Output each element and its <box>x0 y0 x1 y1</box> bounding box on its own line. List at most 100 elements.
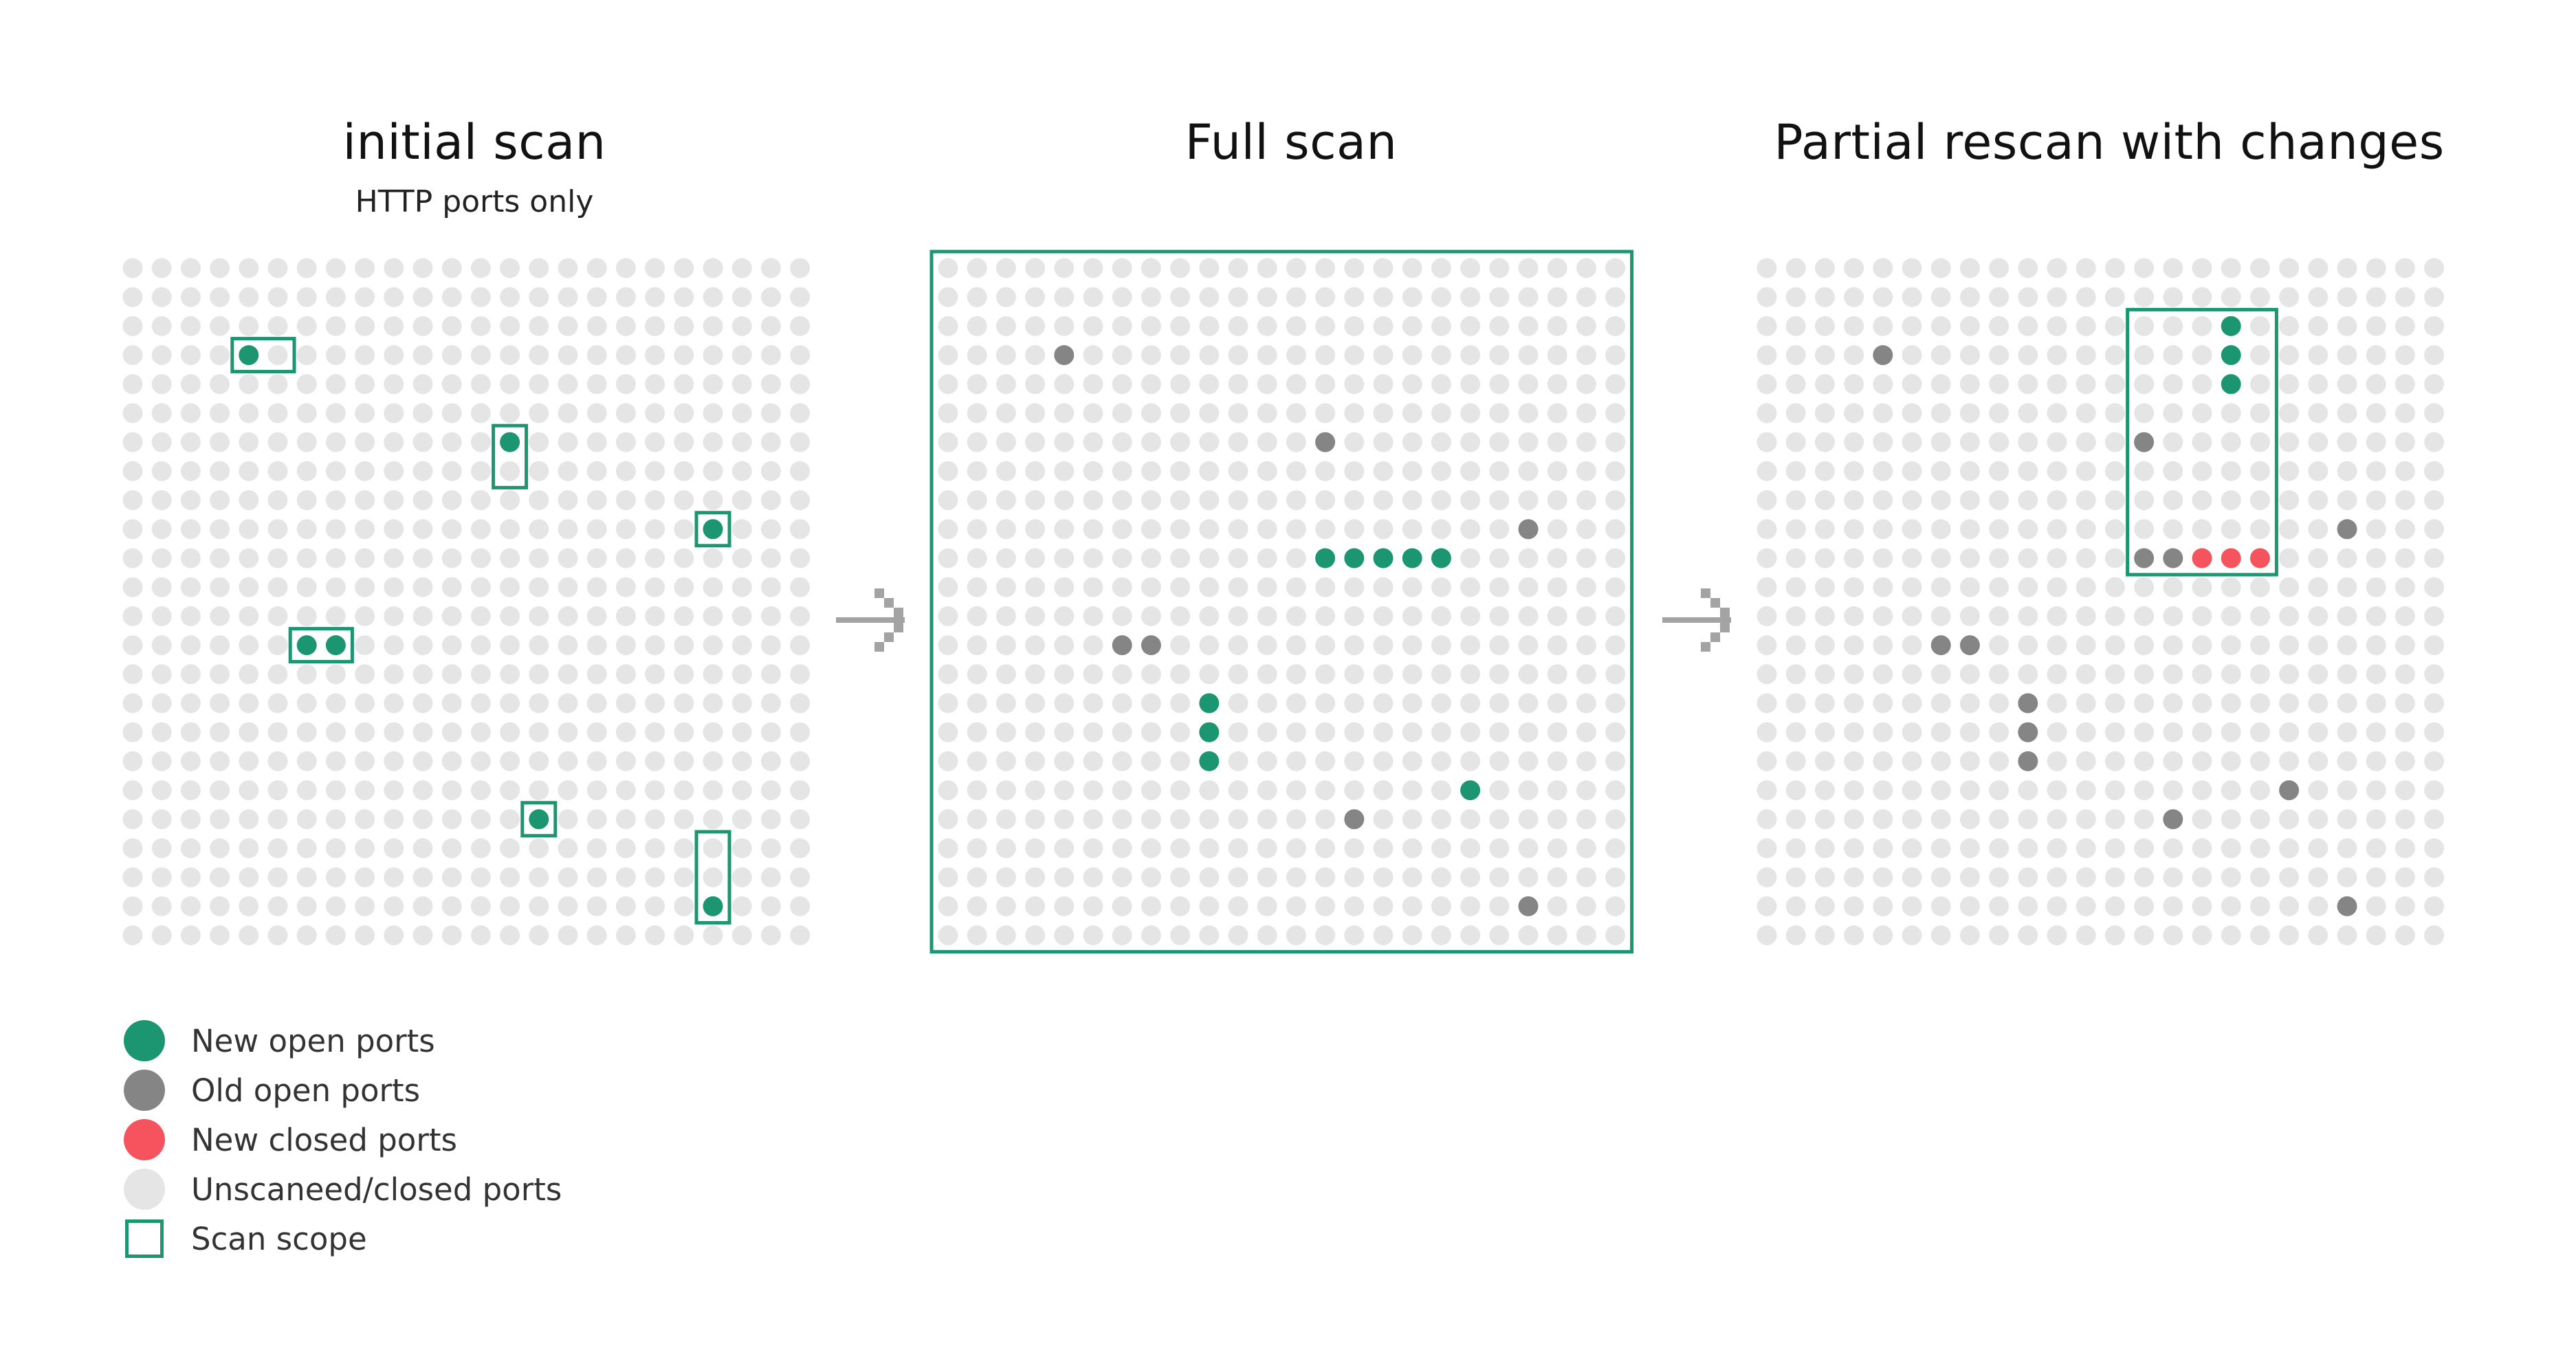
port-dot-unscanned <box>1605 345 1626 366</box>
port-dot-unscanned <box>1844 780 1864 801</box>
port-dot-unscanned <box>1373 867 1394 887</box>
port-dot-unscanned <box>938 780 958 801</box>
port-dot-unscanned <box>180 780 201 801</box>
port-dot-unscanned <box>1489 432 1510 452</box>
port-dot-unscanned <box>1141 258 1161 278</box>
port-dot-unscanned <box>2047 635 2067 656</box>
port-dot-unscanned <box>1199 780 1220 801</box>
port-dot-unscanned <box>674 403 694 423</box>
port-dot-unscanned <box>267 896 288 916</box>
port-dot-unscanned <box>1959 432 1980 452</box>
port-dot-unscanned <box>412 461 433 481</box>
port-dot-unscanned <box>325 925 346 946</box>
port-dot-unscanned <box>529 403 549 423</box>
port-dot-unscanned <box>731 548 752 568</box>
port-dot-unscanned <box>296 896 317 916</box>
port-dot-unscanned <box>210 432 230 452</box>
port-dot-unscanned <box>1547 461 1567 481</box>
legend-label: Unscaneed/closed ports <box>191 1171 562 1208</box>
port-dot-unscanned <box>1228 577 1248 597</box>
port-dot-unscanned <box>1286 258 1306 278</box>
port-dot-unscanned <box>1785 606 1806 626</box>
port-dot-unscanned <box>790 809 811 830</box>
port-dot-unscanned <box>1112 867 1132 887</box>
port-dot-unscanned <box>2134 490 2155 511</box>
port-dot-unscanned <box>1576 316 1596 336</box>
port-dot-unscanned <box>2395 287 2415 307</box>
port-dot-unscanned <box>384 490 404 511</box>
port-dot-unscanned <box>790 780 811 801</box>
port-dot-unscanned <box>731 345 752 366</box>
port-dot-unscanned <box>180 374 201 395</box>
port-dot-unscanned <box>1959 461 1980 481</box>
port-dot-old-open <box>1054 345 1075 366</box>
port-dot-unscanned <box>1431 519 1451 540</box>
port-dot-new-open <box>1315 548 1336 568</box>
port-dot-unscanned <box>441 809 462 830</box>
port-dot-unscanned <box>384 809 404 830</box>
port-dot-unscanned <box>1112 258 1132 278</box>
port-dot-unscanned <box>1518 345 1539 366</box>
port-dot-unscanned <box>938 925 958 946</box>
port-dot-unscanned <box>2104 432 2125 452</box>
port-dot-unscanned <box>1373 780 1394 801</box>
legend-item-new-closed: New closed ports <box>124 1115 562 1164</box>
port-dot-new-open <box>1402 548 1422 568</box>
port-dot-unscanned <box>790 577 811 597</box>
port-dot-unscanned <box>1170 809 1191 830</box>
port-dot-unscanned <box>2337 664 2357 685</box>
port-dot-unscanned <box>967 664 987 685</box>
port-dot-new-open <box>703 896 723 916</box>
port-dot-unscanned <box>731 519 752 540</box>
port-dot-unscanned <box>529 490 549 511</box>
port-dot-unscanned <box>703 838 723 859</box>
port-dot-unscanned <box>500 896 520 916</box>
port-dot-unscanned <box>1170 316 1191 336</box>
port-dot-unscanned <box>1199 403 1220 423</box>
port-dot-unscanned <box>2308 751 2329 771</box>
port-dot-unscanned <box>1199 635 1220 656</box>
port-dot-unscanned <box>2134 867 2155 887</box>
port-dot-unscanned <box>1989 345 2010 366</box>
port-dot-unscanned <box>151 432 172 452</box>
port-dot-unscanned <box>1257 925 1277 946</box>
port-dot-unscanned <box>615 519 636 540</box>
port-dot-unscanned <box>355 461 375 481</box>
port-dot-unscanned <box>1930 461 1951 481</box>
port-dot-unscanned <box>296 374 317 395</box>
port-dot-unscanned <box>2279 287 2300 307</box>
port-dot-unscanned <box>703 751 723 771</box>
port-dot-unscanned <box>1902 432 1922 452</box>
port-dot-unscanned <box>1083 751 1103 771</box>
port-dot-unscanned <box>2104 461 2125 481</box>
port-dot-unscanned <box>2337 258 2357 278</box>
port-dot-unscanned <box>500 548 520 568</box>
legend-item-unscanned: Unscaneed/closed ports <box>124 1164 562 1214</box>
port-dot-unscanned <box>151 461 172 481</box>
port-dot-old-open <box>2337 896 2357 916</box>
port-dot-unscanned <box>558 316 578 336</box>
port-dot-unscanned <box>2018 606 2038 626</box>
port-dot-unscanned <box>296 809 317 830</box>
port-dot-unscanned <box>296 287 317 307</box>
port-dot-unscanned <box>615 345 636 366</box>
legend-label: New closed ports <box>191 1121 457 1158</box>
port-dot-unscanned <box>790 693 811 714</box>
port-dot-unscanned <box>1757 838 1777 859</box>
port-dot-unscanned <box>731 403 752 423</box>
port-dot-unscanned <box>1054 780 1075 801</box>
port-dot-unscanned <box>1959 925 1980 946</box>
port-dot-unscanned <box>1930 316 1951 336</box>
port-dot-unscanned <box>1814 258 1835 278</box>
port-dot-unscanned <box>1431 490 1451 511</box>
port-dot-unscanned <box>1025 925 1046 946</box>
port-dot-unscanned <box>1402 780 1422 801</box>
port-dot-unscanned <box>790 287 811 307</box>
port-dot-unscanned <box>325 606 346 626</box>
port-dot-unscanned <box>1460 606 1481 626</box>
port-dot-unscanned <box>731 722 752 742</box>
port-dot-unscanned <box>1257 809 1277 830</box>
port-dot-unscanned <box>1902 258 1922 278</box>
port-dot-unscanned <box>2366 838 2386 859</box>
port-dot-unscanned <box>1930 403 1951 423</box>
